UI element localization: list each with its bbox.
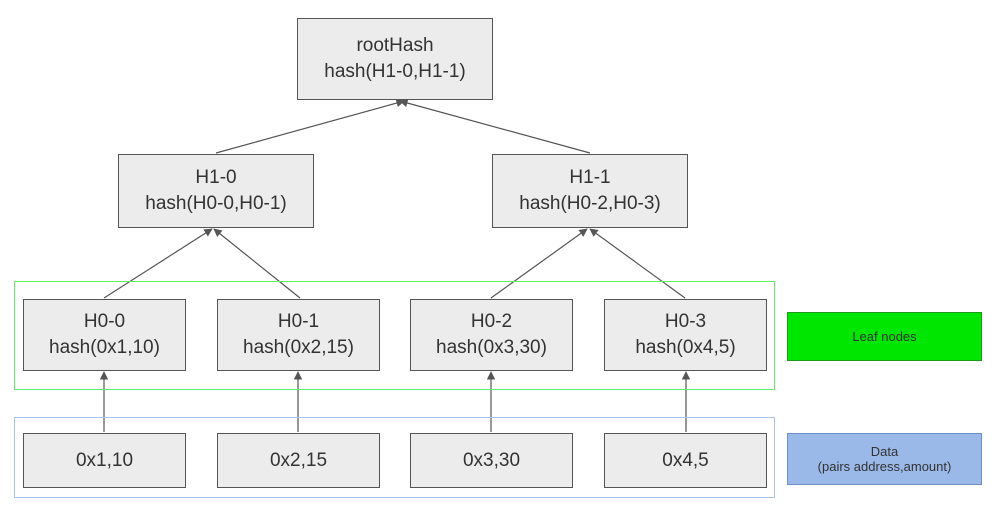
- h1-1-title: H1-1: [569, 167, 611, 188]
- data-node: 0x4,5: [604, 433, 767, 488]
- leaf-node: H0-0 hash(0x1,10): [23, 299, 186, 371]
- leaf-nodes-group: [14, 281, 775, 390]
- root-hash-node: rootHash hash(H1-0,H1-1): [297, 18, 493, 100]
- data-node: 0x1,10: [23, 433, 186, 488]
- leaf-node: H0-1 hash(0x2,15): [217, 299, 380, 371]
- data-value: 0x1,10: [75, 449, 134, 471]
- leaf-formula: hash(0x1,10): [49, 337, 160, 358]
- data-value: 0x3,30: [462, 449, 521, 471]
- legend-data: Data (pairs address,amount): [787, 433, 982, 485]
- data-node: 0x3,30: [410, 433, 573, 488]
- arrow-h1-1-to-root: [399, 98, 591, 154]
- root-hash-formula: hash(H1-0,H1-1): [324, 61, 466, 82]
- h1-0-formula: hash(H0-0,H0-1): [145, 193, 287, 214]
- arrow-h0-3-to-h1-1: [589, 228, 686, 299]
- h1-0-title: H1-0: [195, 167, 237, 188]
- leaf-node: H0-3 hash(0x4,5): [604, 299, 767, 371]
- leaf-title: H0-1: [277, 311, 320, 332]
- legend-leaf-nodes: Leaf nodes: [787, 312, 982, 361]
- root-hash-title: rootHash: [356, 35, 434, 56]
- leaf-title: H0-3: [664, 311, 707, 332]
- h1-1-node: H1-1 hash(H0-2,H0-3): [492, 154, 688, 228]
- h1-1-formula: hash(H0-2,H0-3): [519, 193, 661, 214]
- leaf-node: H0-2 hash(0x3,30): [410, 299, 573, 371]
- legend-data-label: Data: [870, 444, 899, 459]
- legend-leaf-label: Leaf nodes: [852, 329, 917, 344]
- arrow-h0-1-to-h1-0: [213, 228, 301, 299]
- leaf-title: H0-0: [83, 311, 126, 332]
- leaf-formula: hash(0x3,30): [436, 337, 547, 358]
- leaf-formula: hash(0x4,5): [635, 337, 736, 358]
- data-group: [14, 417, 775, 498]
- arrow-h0-2-to-h1-1: [490, 228, 588, 299]
- data-value: 0x4,5: [662, 449, 709, 471]
- arrow-h1-0-to-root: [215, 98, 405, 154]
- leaf-title: H0-2: [470, 311, 513, 332]
- data-node: 0x2,15: [217, 433, 380, 488]
- h1-0-node: H1-0 hash(H0-0,H0-1): [118, 154, 314, 228]
- data-value: 0x2,15: [269, 449, 328, 471]
- legend-data-sublabel: (pairs address,amount): [817, 459, 952, 474]
- arrow-h0-0-to-h1-0: [103, 228, 213, 299]
- leaf-formula: hash(0x2,15): [243, 337, 354, 358]
